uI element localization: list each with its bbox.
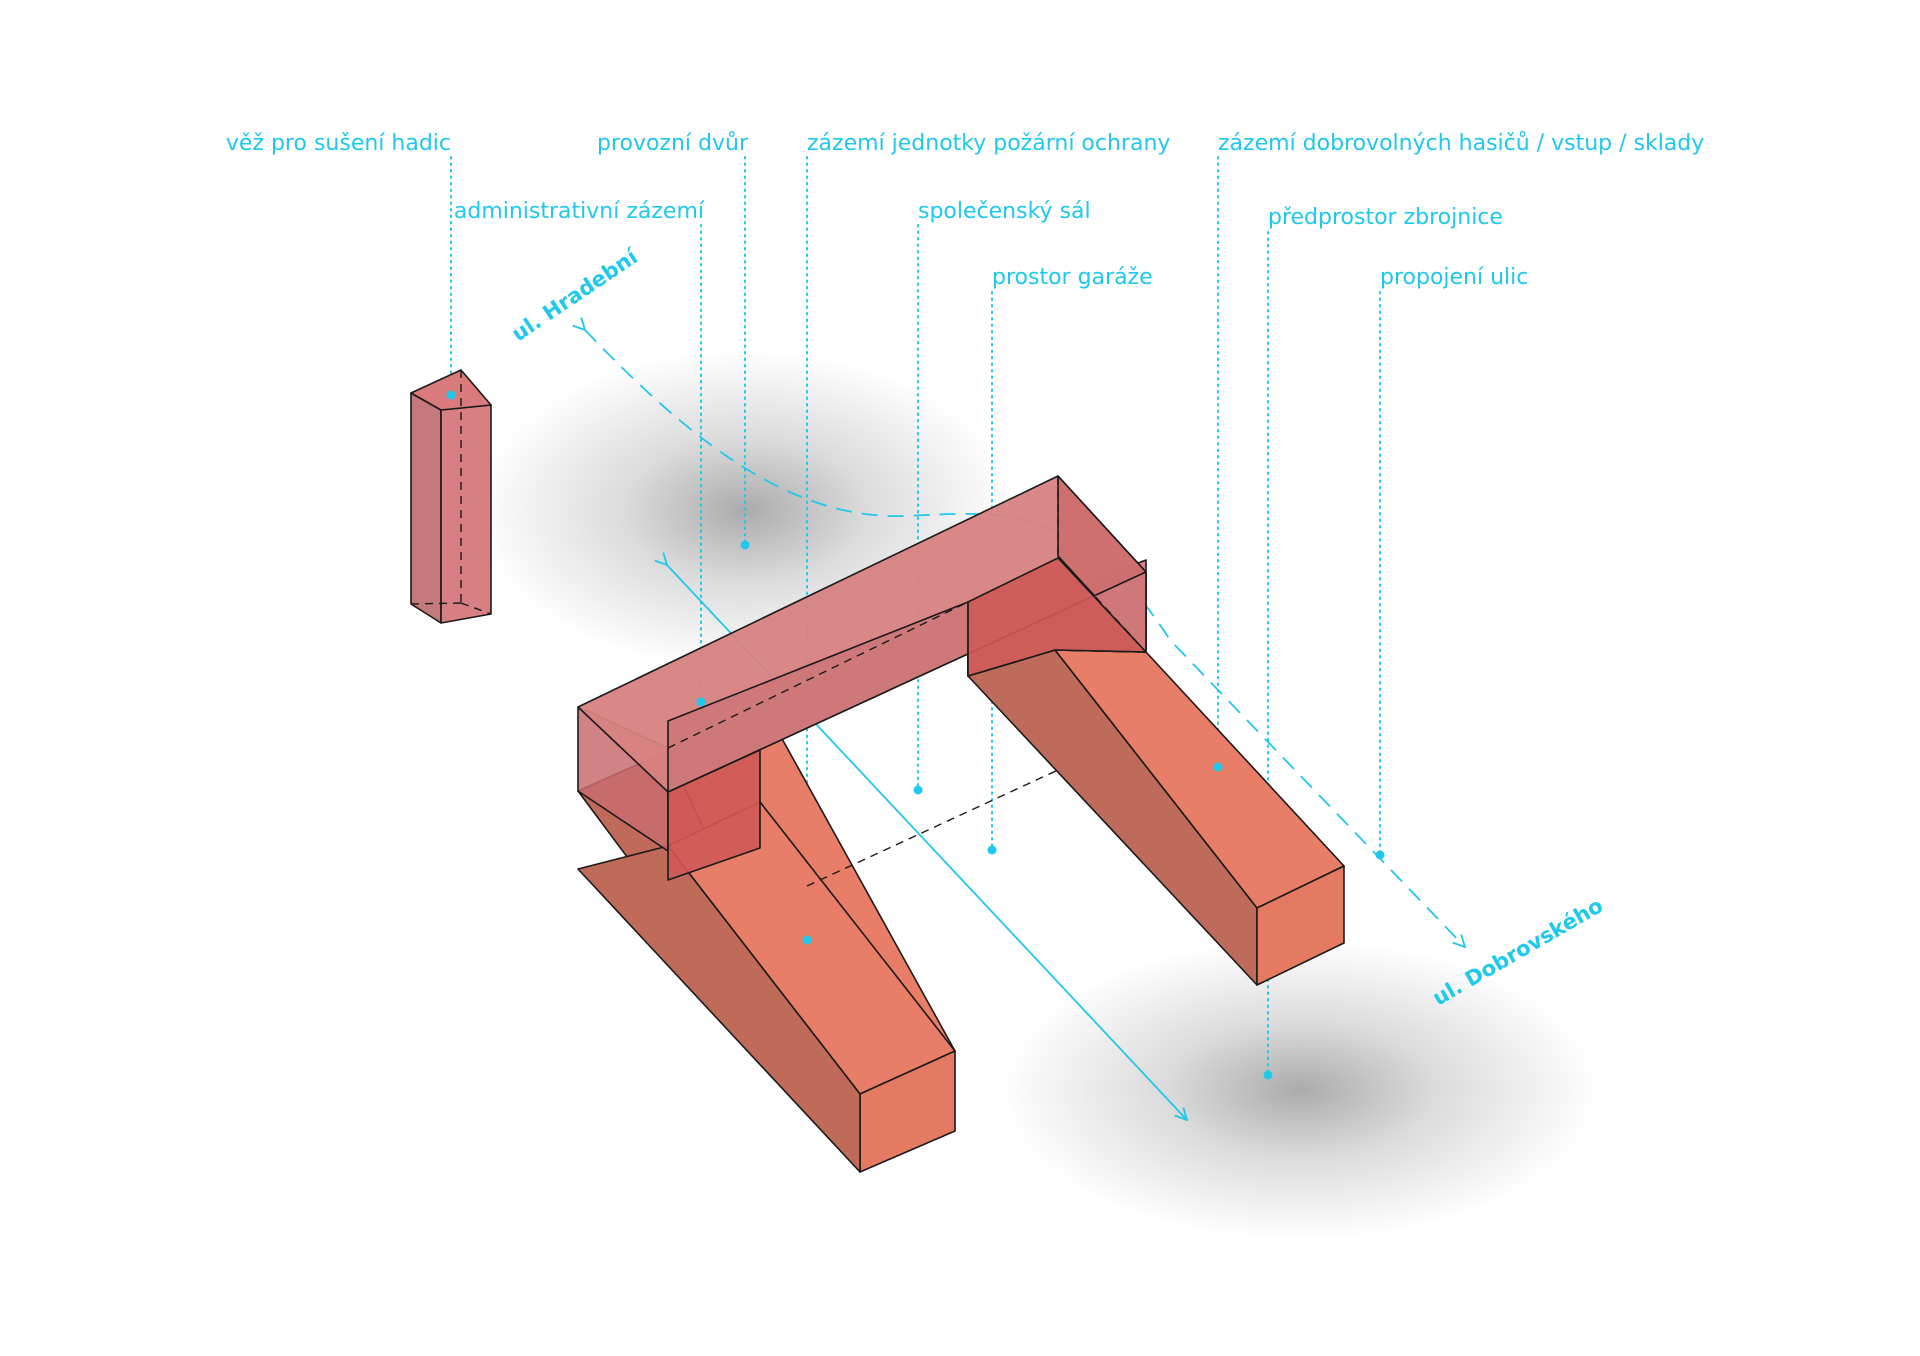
dot-fire-unit (802, 935, 812, 945)
label-fire-unit: zázemí jednotky požární ochrany (807, 131, 1170, 156)
label-hall: společenský sál (918, 199, 1091, 224)
label-link: propojení ulic (1380, 265, 1528, 290)
leader-dots (446, 390, 1385, 1080)
label-admin: administrativní zázemí (454, 199, 705, 224)
dot-link (1375, 850, 1385, 860)
label-tower: věž pro sušení hadic (226, 131, 451, 156)
right-wing-hidden-edge (1057, 555, 1147, 653)
dot-yard (740, 540, 750, 550)
drying-tower (410, 369, 492, 624)
dot-forecourt (1263, 1070, 1273, 1080)
tower-side-face (440, 404, 492, 624)
dot-tower (446, 390, 456, 400)
right-stub-overlap (967, 557, 1147, 677)
dot-garage (987, 845, 997, 855)
tower-hidden-base-b (460, 602, 492, 615)
labels: věž pro sušení hadic provozní dvůr zázem… (226, 131, 1704, 290)
label-volunteers: zázemí dobrovolných hasičů / vstup / skl… (1218, 131, 1704, 156)
dot-volunteers (1213, 762, 1223, 772)
right-wing-end-face (1256, 865, 1345, 986)
label-forecourt: předprostor zbrojnice (1268, 205, 1503, 230)
tower-top-face (410, 369, 492, 411)
tower-front-face (410, 392, 442, 624)
left-wing-side-lower (577, 845, 861, 1173)
left-stub-overlap (667, 749, 761, 881)
ground-shadow-street (1000, 940, 1600, 1240)
dot-hall (913, 785, 923, 795)
street-label-hradebni: ul. Hradební (507, 244, 643, 347)
dot-admin (696, 697, 706, 707)
label-yard: provozní dvůr (597, 131, 749, 156)
label-garage: prostor garáže (992, 265, 1153, 290)
upper-volume (577, 475, 1147, 887)
courtyard-hidden-edge (806, 769, 1059, 887)
